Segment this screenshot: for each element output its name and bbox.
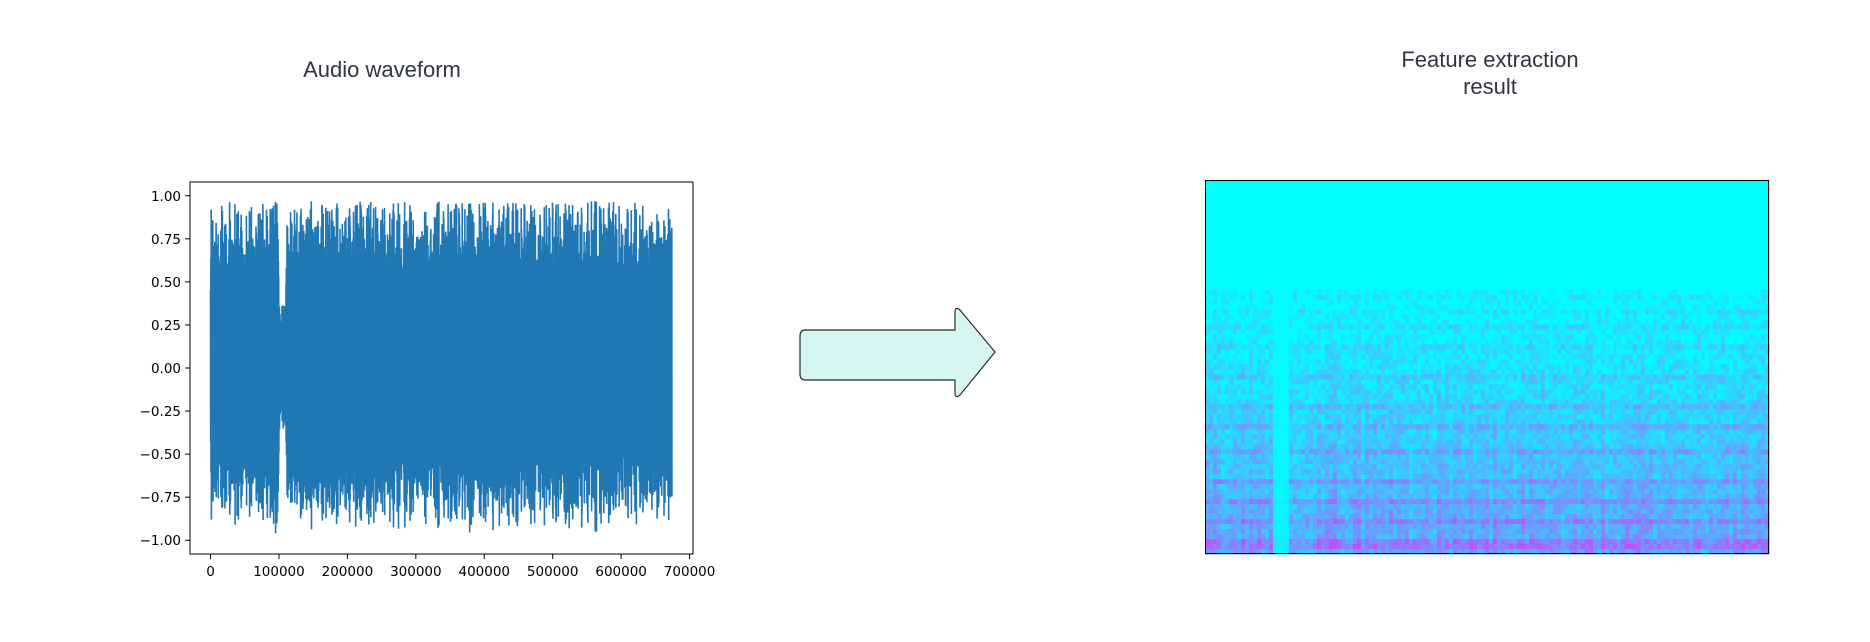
x-tick-label: 700000 bbox=[664, 564, 716, 580]
right-arrow-icon bbox=[799, 307, 996, 398]
y-tick-label: −0.25 bbox=[140, 404, 181, 420]
feature-title-line2: result bbox=[1463, 74, 1517, 99]
x-tick-label: 500000 bbox=[527, 564, 579, 580]
feature-extraction-title: Feature extraction result bbox=[1340, 46, 1640, 100]
spectrogram-frame bbox=[1205, 180, 1769, 554]
waveform-title: Audio waveform bbox=[303, 57, 461, 82]
y-tick-label: 0.00 bbox=[151, 361, 181, 377]
x-tick-label: 400000 bbox=[458, 564, 510, 580]
x-tick-label: 300000 bbox=[390, 564, 442, 580]
spectrogram-heatmap bbox=[1205, 180, 1770, 555]
x-tick-label: 200000 bbox=[322, 564, 374, 580]
arrow-shape bbox=[799, 307, 996, 398]
waveform-line bbox=[209, 201, 673, 534]
x-tick-label: 100000 bbox=[253, 564, 305, 580]
y-tick-label: 0.50 bbox=[151, 275, 181, 291]
y-tick-label: −0.50 bbox=[140, 447, 181, 463]
x-tick-label: 600000 bbox=[595, 564, 647, 580]
x-tick-label: 0 bbox=[206, 564, 215, 580]
spectrogram-cells bbox=[1205, 180, 1770, 555]
waveform-axes: 0 100000 200000 300000 400000 500000 600000 700… bbox=[140, 181, 716, 580]
feature-title-line1: Feature extraction bbox=[1401, 47, 1579, 72]
waveform-chart: 0 100000 200000 300000 400000 500000 600000 700… bbox=[140, 181, 715, 580]
y-tick-label: −0.75 bbox=[140, 490, 181, 506]
y-tick-label: 0.75 bbox=[151, 232, 181, 248]
y-tick-label: −1.00 bbox=[140, 533, 181, 549]
y-tick-label: 1.00 bbox=[151, 189, 181, 205]
spectrogram-image bbox=[1205, 180, 1770, 555]
waveform-plot-area bbox=[209, 201, 673, 534]
y-tick-label: 0.25 bbox=[151, 318, 181, 334]
